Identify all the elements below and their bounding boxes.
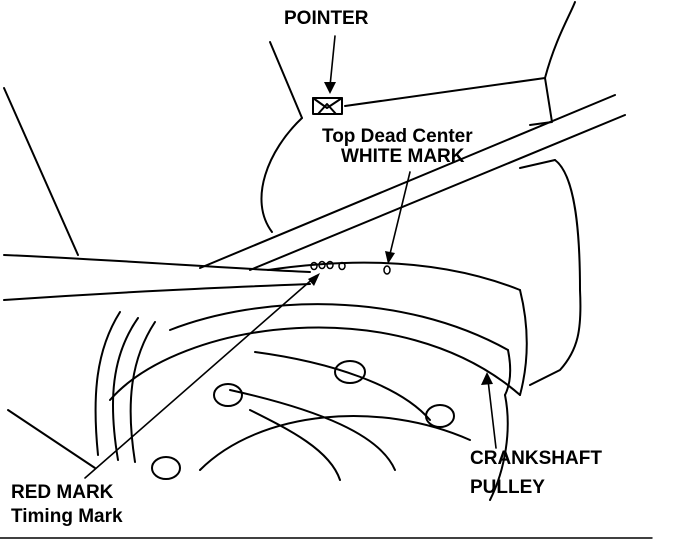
pulley-timing-marks — [310, 260, 391, 275]
crankshaft-pulley — [94, 261, 528, 501]
top-dead-center-label: Top Dead Center — [322, 126, 473, 147]
white-mark-label: WHITE MARK — [341, 146, 465, 167]
red-mark-leader-line — [84, 275, 317, 479]
timing-belt — [3, 94, 626, 301]
crankshaft-arrowhead — [481, 372, 493, 385]
timing-mark-label: Timing Mark — [11, 506, 123, 527]
arrowheads — [308, 82, 493, 385]
pointer-arrowhead — [324, 82, 336, 94]
pointer-icon — [312, 97, 343, 115]
white-mark-leader-line — [388, 171, 411, 259]
leader-lines — [84, 35, 497, 479]
red-mark-arrowhead — [308, 273, 320, 286]
pulley-label: PULLEY — [470, 477, 545, 498]
red-mark-label: RED MARK — [11, 482, 114, 503]
pulley-spokes — [7, 351, 431, 481]
pulley-bolt-holes — [151, 360, 455, 480]
pointer-leader-line — [329, 35, 336, 87]
white-mark-arrowhead — [385, 251, 395, 264]
crankshaft-label: CRANKSHAFT — [470, 448, 602, 469]
crankshaft-leader-line — [487, 379, 497, 449]
pointer-label: POINTER — [284, 8, 369, 29]
